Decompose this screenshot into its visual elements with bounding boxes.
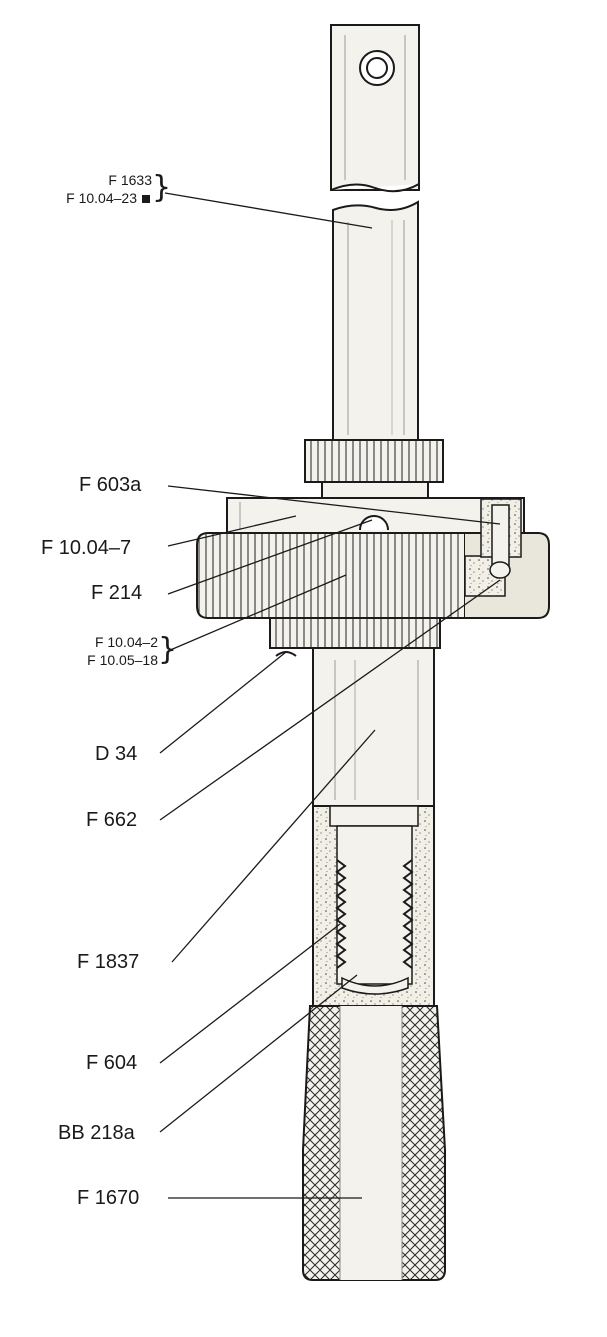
shaft-top-segment	[330, 24, 420, 193]
leader-f10047	[167, 515, 297, 547]
label-f662: F 662	[86, 809, 138, 831]
leader-f662	[159, 579, 501, 821]
leader-f603a	[167, 485, 501, 525]
label-f604: F 604	[86, 1052, 138, 1074]
bracket-plate	[226, 497, 525, 535]
label-f603a: F 603a	[79, 474, 142, 496]
cutaway-body	[312, 805, 435, 1007]
shaft-main-segment	[332, 200, 419, 441]
brace-icon: }	[152, 170, 172, 205]
sleeve	[312, 647, 435, 807]
large-knurled-disc	[196, 498, 550, 619]
label-f1670: F 1670	[77, 1187, 140, 1209]
label-bb218a: BB 218a	[58, 1122, 135, 1144]
filled-square-icon	[142, 195, 150, 203]
leader-f214	[167, 519, 373, 595]
leader-d34	[159, 651, 287, 754]
upper-knurled-nut	[304, 439, 444, 483]
lower-collar	[269, 617, 441, 649]
label-d34: D 34	[95, 743, 138, 765]
label-f10047: F 10.04–7	[41, 537, 132, 559]
leader-f1633	[164, 192, 373, 229]
label-f214: F 214	[91, 582, 143, 604]
label-f1633: F 1633	[108, 172, 152, 188]
label-f10042: F 10.04–2	[94, 634, 158, 650]
spring	[335, 859, 347, 969]
label-f100423: F 10.04–23	[66, 190, 137, 206]
leader-f604	[159, 923, 341, 1064]
label-f100518: F 10.05–18	[87, 652, 158, 668]
leader-f10042	[167, 574, 347, 652]
brace-icon: }	[158, 632, 178, 667]
knurled-handle	[302, 1005, 446, 1281]
leader-bb218a	[159, 974, 358, 1133]
leader-f1837	[171, 729, 376, 963]
label-f1837: F 1837	[77, 951, 140, 973]
leader-lines	[159, 192, 501, 1199]
hole-icon	[359, 50, 395, 86]
